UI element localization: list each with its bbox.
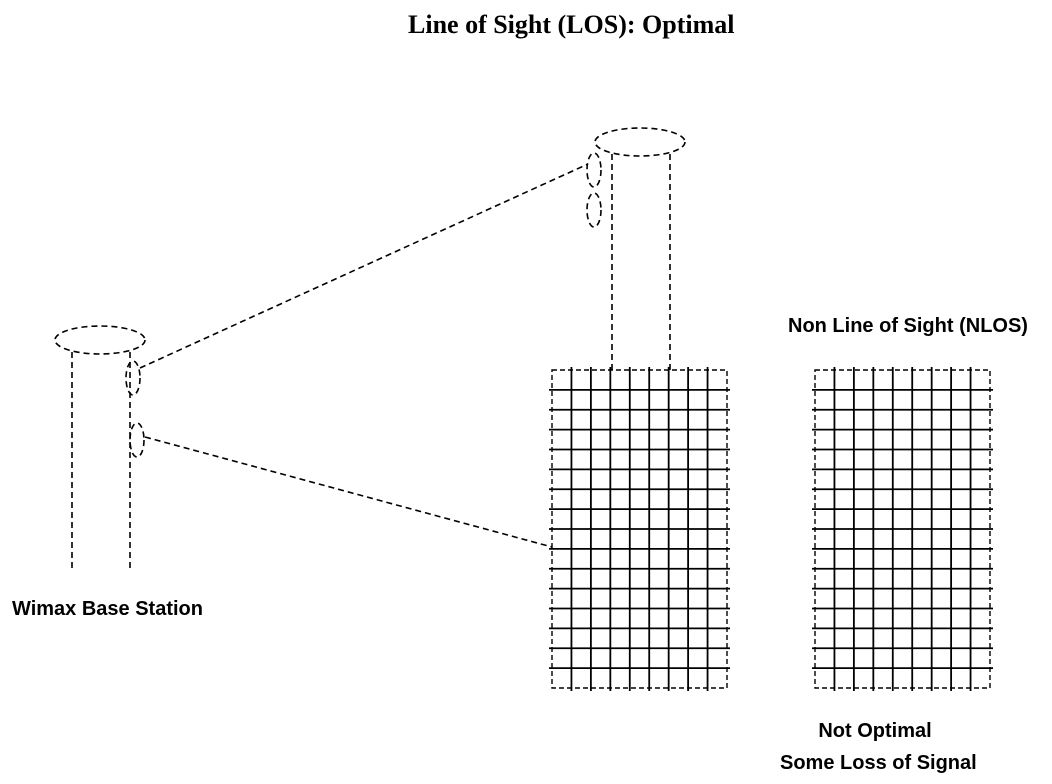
nlos-building bbox=[812, 367, 993, 691]
los-signal-path bbox=[139, 163, 589, 369]
building-signal-path bbox=[144, 436, 553, 548]
receiver-antenna-lower bbox=[586, 192, 602, 228]
base-station-top-ellipse bbox=[54, 325, 146, 355]
nlos-note-line1: Not Optimal bbox=[818, 720, 932, 742]
base-station-tower bbox=[54, 325, 146, 572]
base-station-antenna-lower bbox=[129, 422, 145, 458]
diagram-title: Line of Sight (LOS): Optimal bbox=[408, 10, 735, 39]
receiver-top-ellipse bbox=[594, 127, 686, 157]
base-station-label: Wimax Base Station bbox=[12, 598, 203, 620]
rooftop-receiver-tower bbox=[586, 127, 686, 370]
receiver-antenna-upper bbox=[586, 152, 602, 188]
nlos-label: Non Line of Sight (NLOS) bbox=[788, 315, 1028, 337]
base-station-antenna-upper bbox=[125, 360, 141, 396]
nlos-note-line2: Some Loss of Signal bbox=[780, 752, 977, 774]
nlos-note: Not Optimal Some Loss of Signal bbox=[780, 715, 977, 779]
los-building bbox=[549, 367, 730, 691]
